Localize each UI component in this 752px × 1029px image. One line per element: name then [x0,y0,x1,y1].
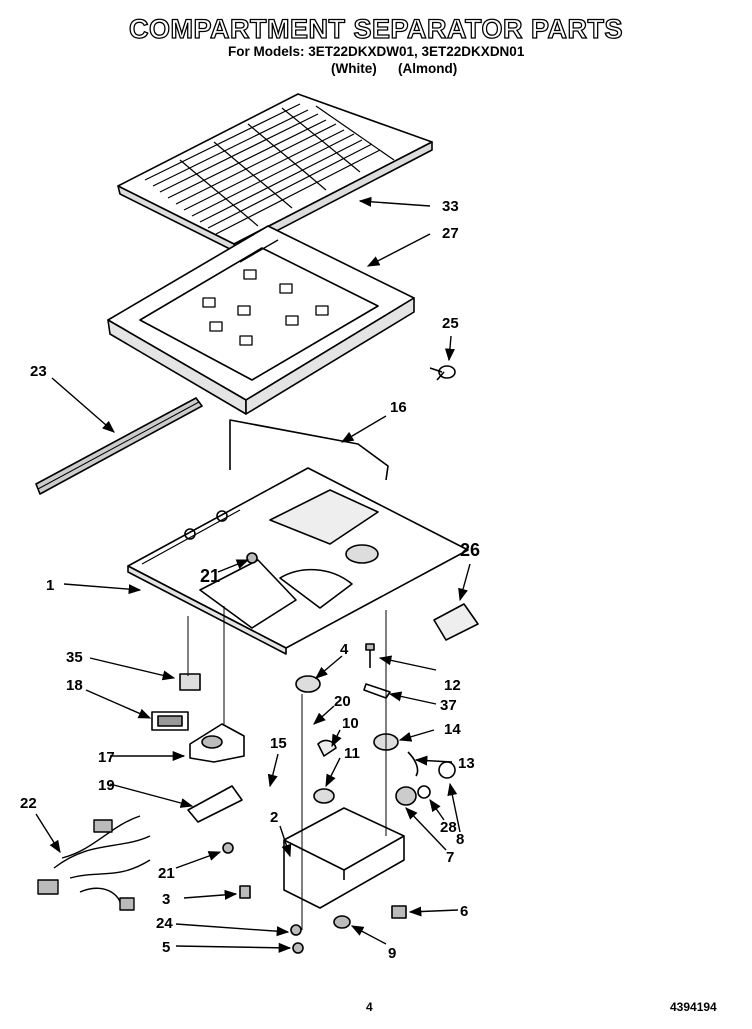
callout-21-top: 21 [200,566,220,586]
frame-tray-part [107,225,415,415]
cover-piece-part-26 [433,603,479,641]
callout-4: 4 [340,641,349,658]
models-line: For Models: 3ET22DKXDW01, 3ET22DKXDN01 [228,44,525,59]
separator-base-part [127,467,469,655]
gasket-strip-part [35,397,203,495]
callout-35: 35 [66,649,83,666]
callout-13: 13 [458,755,475,772]
callout-26: 26 [460,540,480,560]
callout-2: 2 [270,809,278,826]
callout-labels: 33 27 25 23 16 26 1 21 4 12 37 35 18 20 … [20,198,480,962]
callout-22: 22 [20,795,37,812]
callout-27: 27 [442,225,459,242]
callout-21-bottom: 21 [158,865,175,882]
callout-16: 16 [390,399,407,416]
callout-20: 20 [334,693,351,710]
grille-cover-part [117,93,433,253]
variant-white: (White) [331,61,377,76]
callout-25: 25 [442,315,459,332]
callout-7: 7 [446,849,454,866]
right-assembly-parts [222,552,456,954]
callout-8: 8 [456,831,464,848]
callout-10: 10 [342,715,359,732]
doc-number: 4394194 [670,1000,717,1014]
left-assembly-parts [151,673,245,823]
callout-24: 24 [156,915,173,932]
fastener-part-25 [429,365,456,381]
callout-18: 18 [66,677,83,694]
callout-6: 6 [460,903,468,920]
callout-15: 15 [270,735,287,752]
leader-lines [35,196,471,953]
callout-23: 23 [30,363,47,380]
callout-9: 9 [388,945,396,962]
wire-harness-part [37,815,151,911]
callout-5: 5 [162,939,170,956]
callout-11: 11 [344,745,360,762]
callout-33: 33 [442,198,459,215]
callout-14: 14 [444,721,461,738]
page-title: COMPARTMENT SEPARATOR PARTS [128,13,623,44]
guide-lines [187,606,387,930]
callout-1: 1 [46,577,54,594]
wire-rod-part [229,419,389,481]
callout-19: 19 [98,777,115,794]
callout-28: 28 [440,819,457,836]
callout-12: 12 [444,677,461,694]
page-number: 4 [366,1000,373,1014]
callout-37: 37 [440,697,457,714]
callout-17: 17 [98,749,115,766]
callout-3: 3 [162,891,170,908]
variant-almond: (Almond) [398,61,458,76]
